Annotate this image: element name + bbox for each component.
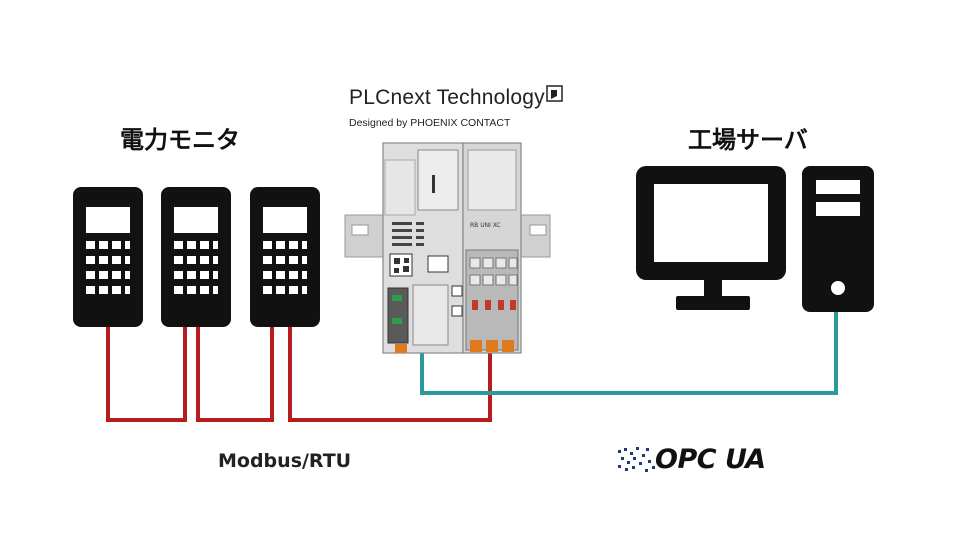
modbus-wiring (106, 325, 492, 422)
io-module-label: RB UNI XC (470, 222, 501, 229)
server-monitor-icon (636, 166, 786, 310)
power-monitor-2 (161, 187, 231, 327)
modbus-rtu-label: Modbus/RTU (218, 450, 352, 472)
plc-controller (344, 142, 551, 354)
power-monitor-1 (73, 187, 143, 327)
opcua-wiring (420, 310, 838, 395)
power-monitor-label: 電力モニタ (120, 126, 240, 154)
plcnext-brand-subtitle: Designed by PHOENIX CONTACT (349, 117, 511, 129)
opc-ua-logo-icon (618, 447, 655, 472)
plcnext-brand-title: PLCnext Technology (349, 86, 545, 109)
phoenix-logo-icon (546, 85, 563, 102)
factory-server-label: 工場サーバ (688, 126, 808, 154)
wire-monitor3-plc (288, 325, 492, 422)
power-monitor-3 (250, 187, 320, 327)
wire-monitor1-monitor2 (106, 325, 187, 422)
qr-code (389, 253, 413, 277)
opc-ua-logo-text: OPC UA (655, 444, 766, 475)
server-tower-icon (802, 166, 874, 312)
wire-monitor2-monitor3 (196, 325, 274, 422)
